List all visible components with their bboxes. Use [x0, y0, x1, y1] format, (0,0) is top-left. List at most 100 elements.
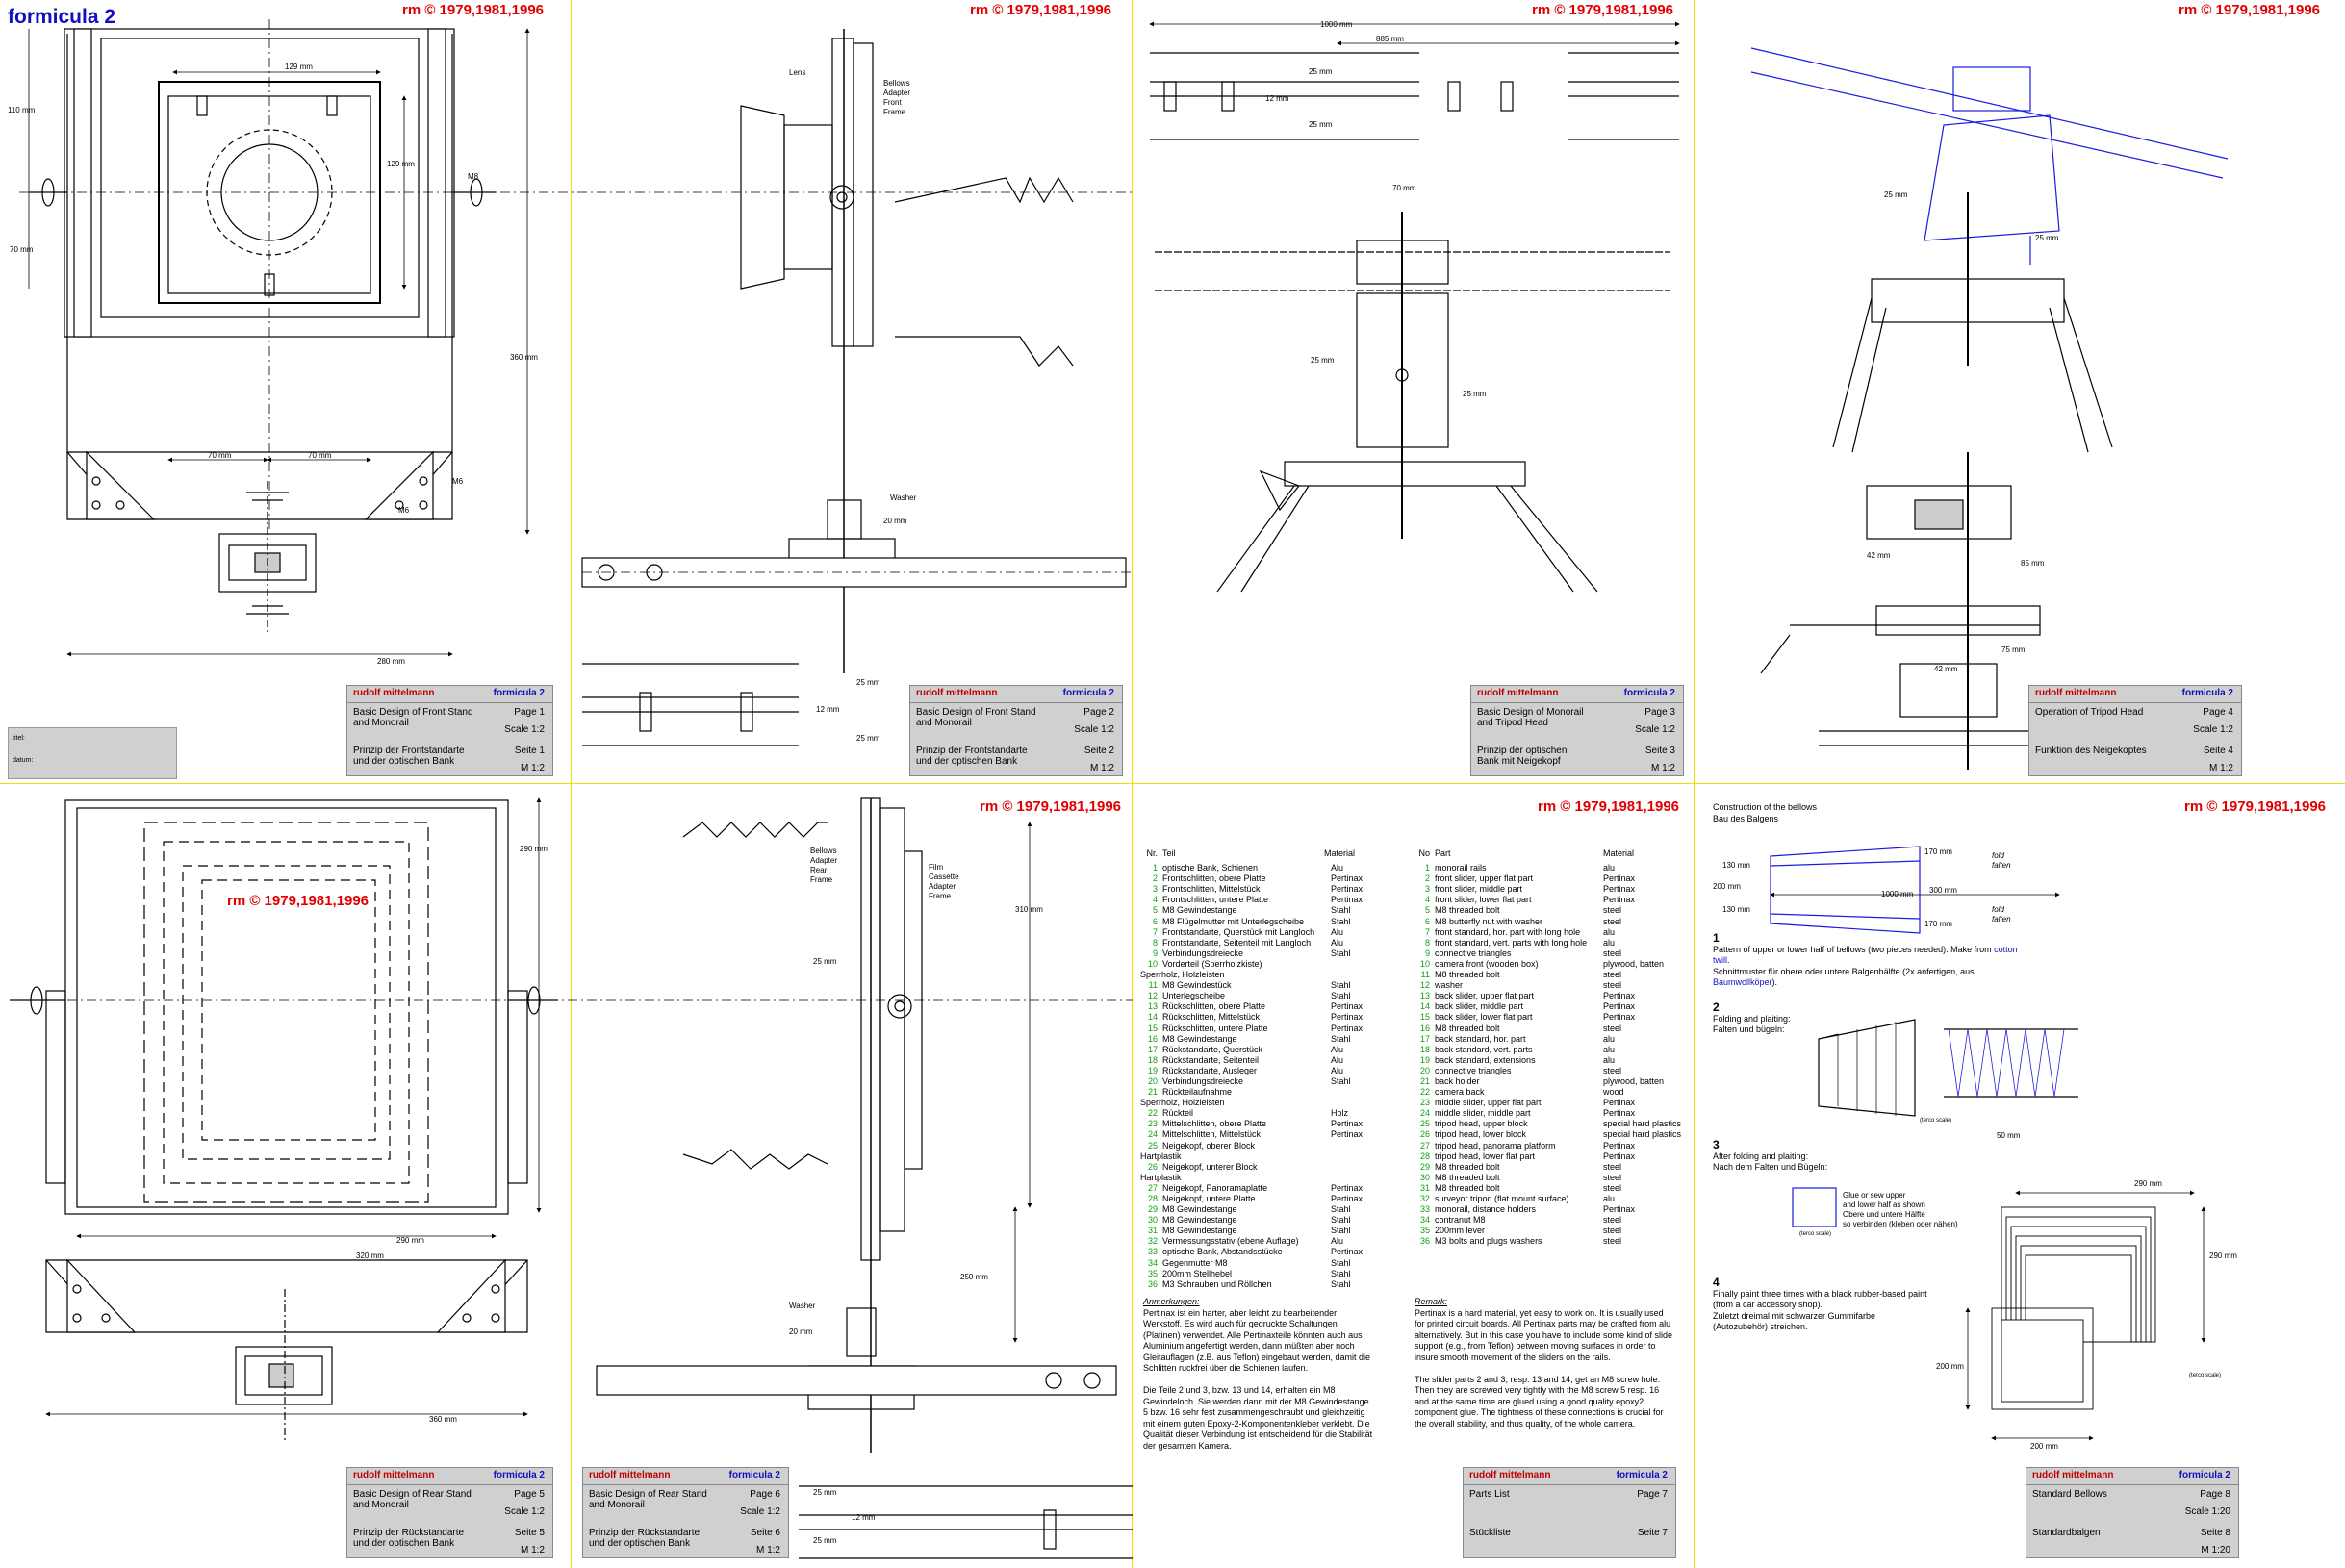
part-name: M8 Gewindestange: [1162, 1215, 1237, 1226]
part-material: alu: [1603, 1033, 1616, 1044]
part-number: 32: [1147, 1236, 1158, 1247]
part-number: 9: [1152, 948, 1158, 958]
tb4-m: M 1:2: [2208, 763, 2233, 773]
part-material: alu: [1603, 863, 1616, 873]
rear-standard-drawing: [10, 797, 1133, 1443]
tb4-scale: Scale 1:2: [2193, 724, 2233, 735]
part-name: tripod head, lower block: [1435, 1129, 1527, 1140]
part-name: Rückstandarte, Querstück: [1162, 1044, 1263, 1054]
part-material: steel: [1603, 970, 1622, 980]
part-number: 9: [1424, 948, 1430, 958]
part-number: 20: [1147, 1075, 1158, 1086]
part-name: Frontschlitten, obere Platte: [1162, 873, 1266, 884]
dim-25b: 25 mm: [856, 734, 880, 743]
part-material: steel: [1603, 1182, 1622, 1193]
part-number: 10: [1147, 958, 1158, 969]
tb5-project: formicula 2: [493, 1470, 545, 1480]
tb7-en: Parts List: [1469, 1489, 1510, 1500]
part-number: 15: [1419, 1012, 1430, 1023]
part-name: camera back: [1435, 1087, 1485, 1098]
rear-side-drawing: [596, 797, 1133, 1559]
part-name: M3 bolts and plugs washers: [1435, 1236, 1542, 1247]
copyright-4: rm © 1979,1981,1996: [2179, 2, 2321, 18]
dim-m6a: M6: [452, 477, 464, 486]
tb7-author: rudolf mittelmann: [1469, 1470, 1551, 1480]
part-name: optische Bank, Schienen: [1162, 863, 1259, 873]
part-number: 16: [1147, 1033, 1158, 1044]
tb6-m: M 1:2: [755, 1545, 780, 1555]
tb6-project: formicula 2: [728, 1470, 780, 1480]
part-name: M8 threaded bolt: [1435, 1172, 1500, 1182]
tb2-en: Basic Design of Front Stand and Monorail: [916, 707, 1036, 728]
tb2-page: Page 2: [1083, 707, 1114, 718]
part-name: Vermessungsstativ (ebene Auflage): [1162, 1236, 1299, 1247]
part-number: 12: [1419, 980, 1430, 991]
bellows-step-2: 2 Folding and plaiting: Falten und bügel…: [1713, 1001, 1791, 1036]
part-material: plywood, batten: [1603, 1075, 1665, 1086]
part-material: Pertinax: [1331, 1023, 1364, 1033]
tb8-de: Standardbalgen: [2032, 1528, 2101, 1538]
tb8-project: formicula 2: [2179, 1470, 2230, 1480]
part-number: 28: [1419, 1151, 1430, 1161]
part-name: M8 Gewindestück: [1162, 980, 1232, 991]
part-name: connective triangles: [1435, 948, 1512, 958]
part-material: Pertinax: [1603, 1204, 1636, 1215]
part-number: 22: [1419, 1087, 1430, 1098]
part-number: 5: [1152, 905, 1158, 916]
part-name: optische Bank, Abstandsstücke: [1162, 1247, 1283, 1257]
step4-num: 4: [1713, 1276, 1720, 1289]
part-name: back standard, hor. part: [1435, 1033, 1526, 1044]
dim-70d: 70 mm: [1392, 184, 1416, 192]
step1-num: 1: [1713, 931, 1720, 945]
info-box-line2: datum:: [13, 757, 34, 764]
part-material: Stahl: [1331, 1268, 1351, 1278]
part-material: Hartplastik: [1140, 1172, 1182, 1182]
bellows-dim-290a: 290 mm: [2134, 1179, 2162, 1188]
copyright-1: rm © 1979,1981,1996: [402, 2, 545, 18]
sheet-6: [572, 784, 1133, 1568]
part-name: back slider, lower flat part: [1435, 1012, 1533, 1023]
tb5-en: Basic Design of Rear Stand and Monorail: [353, 1489, 472, 1510]
part-material: Alu: [1331, 926, 1344, 937]
part-name: Neigekopf, oberer Block: [1162, 1140, 1256, 1151]
tb4-page: Page 4: [2203, 707, 2233, 718]
tb5-page: Page 5: [514, 1489, 545, 1500]
part-name: back standard, vert. parts: [1435, 1044, 1533, 1054]
part-name: Rückteilaufnahme: [1162, 1087, 1233, 1098]
step1-en-link[interactable]: cotton twill: [1713, 944, 2018, 966]
part-material: Holz: [1331, 1108, 1349, 1119]
bellows-dim-300: 300 mm: [1929, 886, 1957, 895]
lbl-washer-2: Washer: [789, 1302, 816, 1310]
part-number: 19: [1147, 1065, 1158, 1075]
tb6-page: Page 6: [750, 1489, 780, 1500]
part-material: Hartplastik: [1140, 1151, 1182, 1161]
part-name: 200mm Stellhebel: [1162, 1268, 1233, 1278]
part-number: 17: [1147, 1044, 1158, 1054]
bellows-scale-note-3: (terco scale): [2189, 1373, 2222, 1378]
part-material: Pertinax: [1603, 1098, 1636, 1108]
bellows-dim-1000: 1000 mm: [1881, 890, 1914, 898]
part-name: Rückstandarte, Seitenteil: [1162, 1054, 1260, 1065]
part-number: 4: [1424, 895, 1430, 905]
tb4-de: Funktion des Neigekoptes: [2035, 746, 2147, 756]
part-number: 36: [1147, 1278, 1158, 1289]
step1-de-link[interactable]: Baumwollköper: [1713, 977, 1772, 987]
part-number: 33: [1147, 1247, 1158, 1257]
part-number: 4: [1152, 895, 1158, 905]
part-number: 22: [1147, 1108, 1158, 1119]
tb5-m: M 1:2: [520, 1545, 545, 1555]
tb1-scale: Scale 1:2: [504, 724, 545, 735]
part-name: front slider, upper flat part: [1435, 873, 1534, 884]
part-material: steel: [1603, 980, 1622, 991]
part-material: Stahl: [1331, 1226, 1351, 1236]
